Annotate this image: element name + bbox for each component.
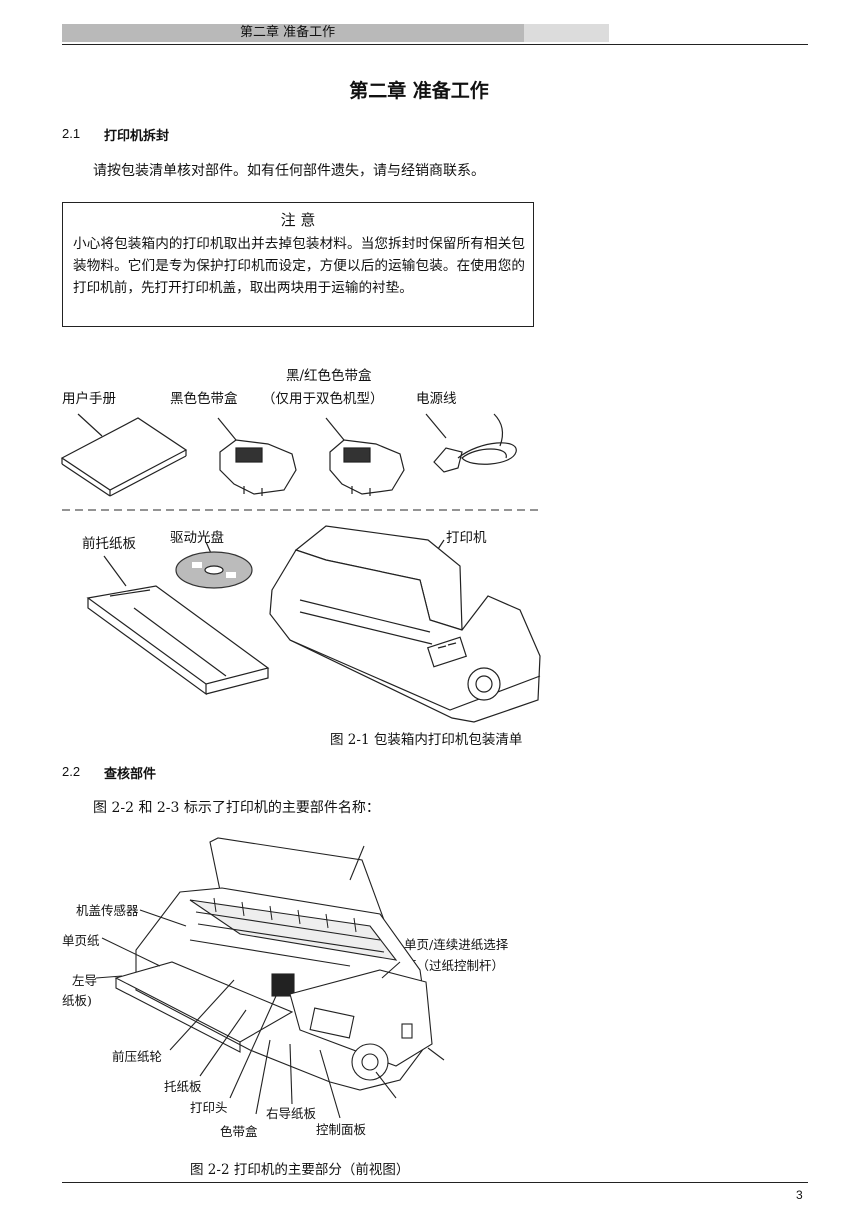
label-right-guide: 右导纸板 xyxy=(266,1106,317,1121)
label-left-guide-2: 纸板) xyxy=(62,993,92,1008)
label-user-manual: 用户手册 xyxy=(62,391,116,407)
black-ribbon-illustration xyxy=(217,417,297,496)
chapter-title: 第二章 准备工作 xyxy=(349,80,489,102)
label-paper-tray: 托纸板 xyxy=(164,1079,202,1094)
header-rule xyxy=(62,44,808,45)
label-paper-selector-2: 杆（过纸控制杆） xyxy=(404,958,505,973)
header-bar-accent xyxy=(524,24,609,42)
label-print-head: 打印头 xyxy=(190,1100,228,1115)
figure-printer-parts xyxy=(95,837,445,1119)
label-front-roller: 前压纸轮 xyxy=(112,1049,163,1064)
label-printer: 打印机 xyxy=(446,530,487,546)
header-bar xyxy=(62,24,524,42)
running-header: 第二章 准备工作 xyxy=(240,25,336,40)
section-body: 请按包装清单核对部件。如有任何部件遗失，请与经销商联系。 xyxy=(93,163,485,179)
figure1-caption: 图 2-1 包装箱内打印机包装清单 xyxy=(330,732,523,748)
label-color-ribbon-note: （仅用于双色机型） xyxy=(262,391,384,407)
page-number: 3 xyxy=(796,1188,803,1202)
section-body: 图 2-2 和 2-3 标示了打印机的主要部件名称： xyxy=(93,800,380,816)
section-number: 2.1 xyxy=(62,126,81,141)
figure2-caption: 图 2-2 打印机的主要部分（前视图） xyxy=(190,1162,410,1178)
footer-rule xyxy=(62,1182,808,1183)
front-tray-illustration xyxy=(86,555,270,696)
label-left-guide: 左导 xyxy=(72,973,98,988)
label-color-ribbon: 黑/红色色带盒 xyxy=(286,368,372,384)
label-control-panel: 控制面板 xyxy=(316,1122,367,1137)
label-driver-cd: 驱动光盘 xyxy=(170,530,224,546)
label-paper-selector: 单页/连续进纸选择 xyxy=(404,937,509,952)
note-body: 小心将包装箱内的打印机取出并去掉包装材料。当您拆封时保留所有相关包装物料。它们是… xyxy=(73,236,525,296)
power-cord-illustration xyxy=(425,413,517,473)
label-cover-sensor: 机盖传感器 xyxy=(76,903,139,918)
section-title: 查核部件 xyxy=(104,767,157,782)
label-ribbon: 色带盒 xyxy=(220,1124,258,1139)
label-front-tray: 前托纸板 xyxy=(82,536,136,552)
section-number: 2.2 xyxy=(62,764,81,779)
user-manual-illustration xyxy=(60,413,188,497)
label-black-ribbon: 黑色色带盒 xyxy=(170,391,238,407)
figure-package-contents xyxy=(60,413,541,723)
label-power-cord: 电源线 xyxy=(416,391,457,407)
label-single-sheet: 单页纸 xyxy=(62,933,100,948)
note-title: 注 意 xyxy=(280,211,316,229)
note-box: 注 意 小心将包装箱内的打印机取出并去掉包装材料。当您拆封时保留所有相关包装物料… xyxy=(62,202,534,327)
printer-illustration xyxy=(269,525,541,723)
section-title: 打印机拆封 xyxy=(104,129,170,144)
driver-cd-illustration xyxy=(175,541,253,589)
color-ribbon-illustration xyxy=(325,417,405,496)
